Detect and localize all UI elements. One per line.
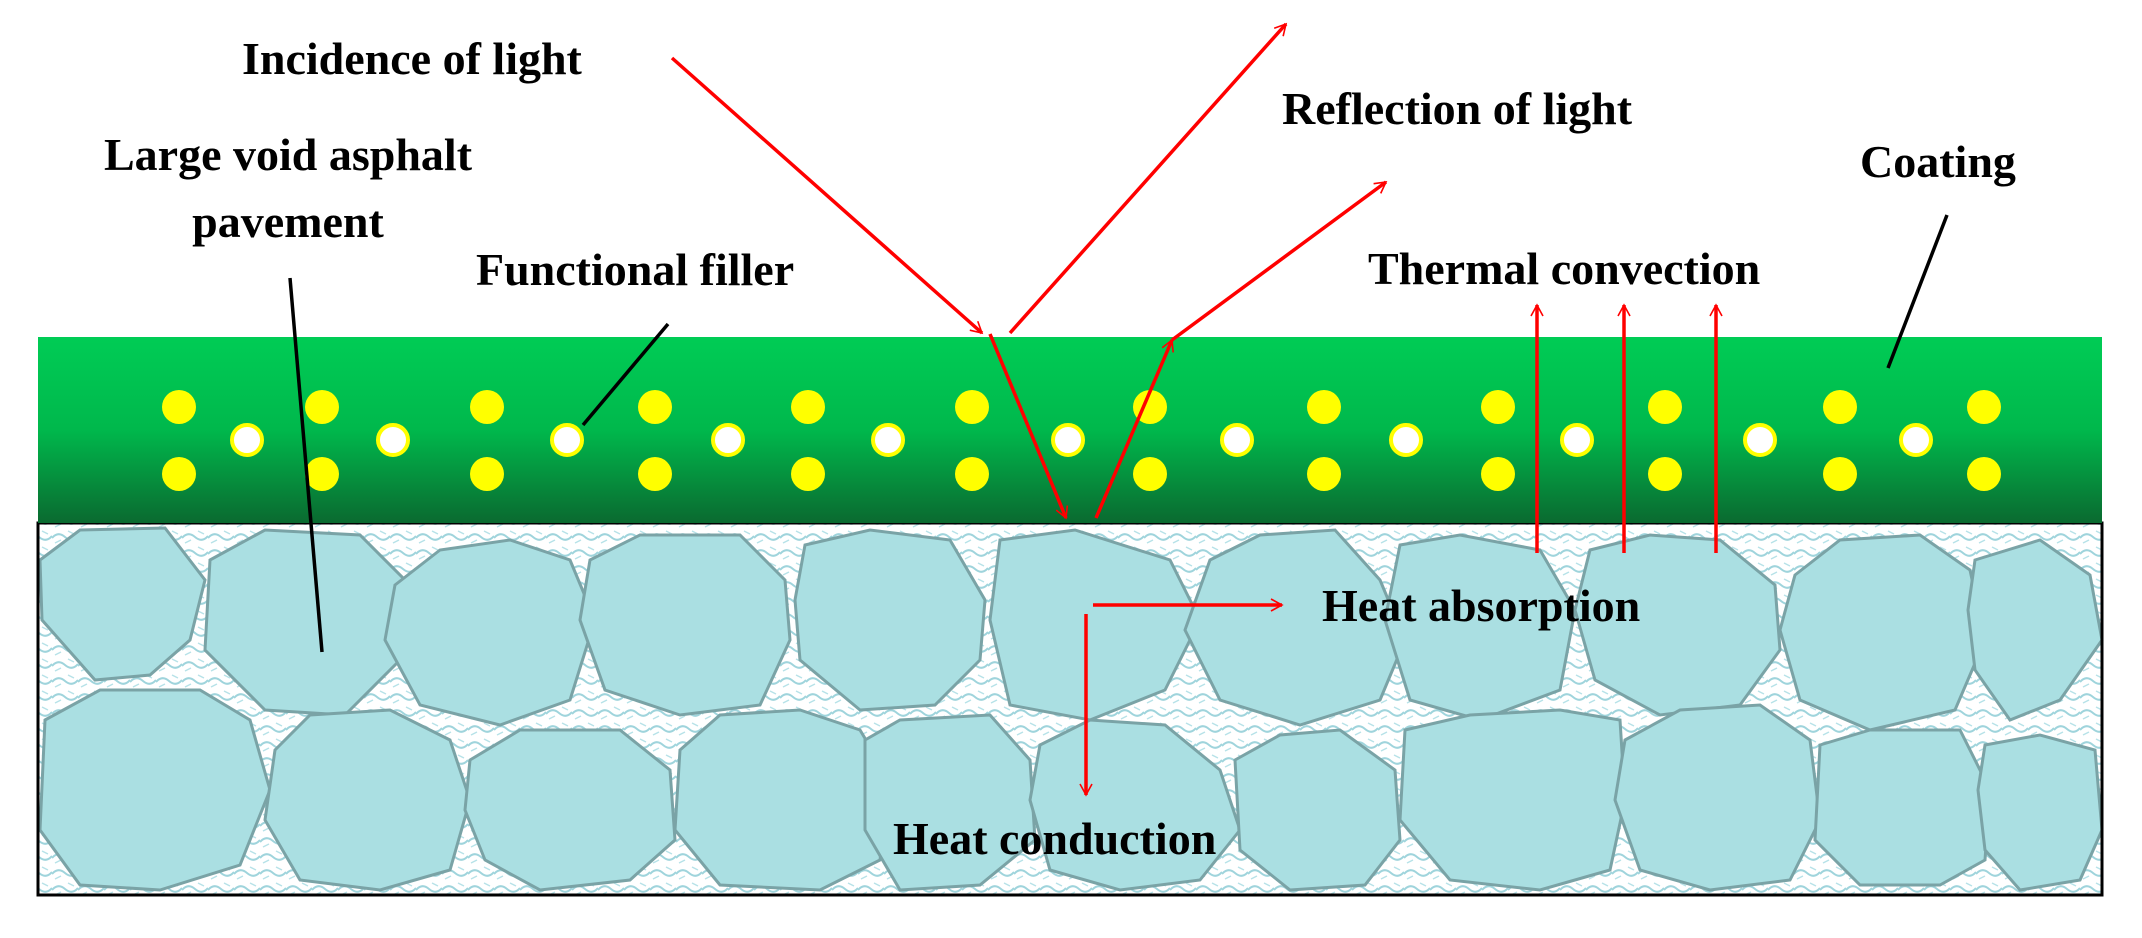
aggregate-stone [1613, 703, 1822, 892]
filler-particle-yellow [1481, 457, 1515, 491]
filler-particle-yellow [1823, 390, 1857, 424]
aggregate-stone [263, 708, 472, 892]
heat-conduction-label: Heat conduction [893, 813, 1216, 864]
refracted-light-arrow [988, 333, 1069, 520]
aggregate-stone [578, 533, 792, 717]
functional-filler-particles [162, 390, 2001, 491]
aggregate-stone [1233, 728, 1402, 892]
filler-particle-white [711, 423, 745, 457]
aggregate-stone [1183, 528, 1407, 727]
aggregate-stone [38, 688, 272, 892]
filler-leader-line [581, 322, 670, 427]
incident-light-arrow [670, 56, 984, 335]
filler-particle-yellow [1648, 390, 1682, 424]
reflected-light-arrow [1008, 22, 1288, 335]
aggregate-stone [463, 728, 677, 892]
filler-particle-yellow [1823, 457, 1857, 491]
filler-particle-white [1389, 423, 1423, 457]
filler-particle-white [1220, 423, 1254, 457]
filler-particle-yellow [305, 390, 339, 424]
filler-particle-yellow [1967, 457, 2001, 491]
aggregate-stone [1383, 533, 1577, 722]
labels: Incidence of light Reflection of light L… [104, 33, 2016, 864]
filler-particle-yellow [1307, 457, 1341, 491]
filler-particle-yellow [955, 457, 989, 491]
filler-particle-yellow [791, 457, 825, 491]
filler-particle-yellow [305, 457, 339, 491]
aggregate-stone [793, 528, 987, 712]
aggregate-stone [673, 708, 892, 892]
filler-particle-yellow [1307, 390, 1341, 424]
aggregate-stone [1813, 728, 1992, 887]
coating-label: Coating [1860, 136, 2016, 187]
filler-particle-yellow [1967, 390, 2001, 424]
aggregate-stone [1976, 733, 2104, 892]
filler-particle-yellow [1481, 390, 1515, 424]
aggregate-stone [863, 713, 1037, 892]
leader-lines [288, 214, 1949, 653]
filler-particle-yellow [470, 457, 504, 491]
filler-particle-yellow [791, 390, 825, 424]
aggregate-stone [38, 526, 207, 682]
asphalt-pavement-layer [36, 521, 2104, 897]
filler-particle-white [1560, 423, 1594, 457]
filler-particle-yellow [470, 390, 504, 424]
internal-reflection-arrow [1094, 338, 1174, 519]
aggregate-stone [1966, 538, 2104, 722]
filler-particle-white [1743, 423, 1777, 457]
reflection-label: Reflection of light [1282, 83, 1633, 134]
filler-particle-white [230, 423, 264, 457]
coating-leader-line [1886, 214, 1949, 369]
filler-particle-white [1899, 423, 1933, 457]
thermal-convection-label: Thermal convection [1368, 243, 1760, 294]
heat-light-arrows [670, 22, 1723, 797]
filler-particle-white [1051, 423, 1085, 457]
aggregate-stone [1028, 718, 1242, 892]
filler-particle-white [550, 423, 584, 457]
pavement-leader-line [288, 277, 324, 653]
filler-particle-yellow [162, 457, 196, 491]
filler-particle-white [376, 423, 410, 457]
filler-particle-yellow [1133, 457, 1167, 491]
filler-particle-white [871, 423, 905, 457]
aggregate-stone [1398, 708, 1627, 892]
filler-particle-yellow [955, 390, 989, 424]
filler-particle-yellow [162, 390, 196, 424]
secondary-reflection-arrow [1170, 180, 1388, 342]
filler-particle-yellow [1648, 457, 1682, 491]
filler-particle-yellow [638, 457, 672, 491]
aggregate-stone [1573, 533, 1782, 717]
aggregate-stone [988, 528, 1202, 722]
pavement-label-line2: pavement [192, 196, 384, 247]
incidence-label: Incidence of light [242, 33, 583, 84]
pavement-label-line1: Large void asphalt [104, 129, 473, 180]
filler-particle-yellow [638, 390, 672, 424]
aggregate-stone [383, 538, 597, 727]
aggregate-stones [38, 526, 2104, 892]
aggregate-stone [1778, 533, 1987, 732]
coating-layer [38, 337, 2102, 523]
heat-absorption-label: Heat absorption [1322, 580, 1640, 631]
functional-filler-label: Functional filler [476, 244, 794, 295]
